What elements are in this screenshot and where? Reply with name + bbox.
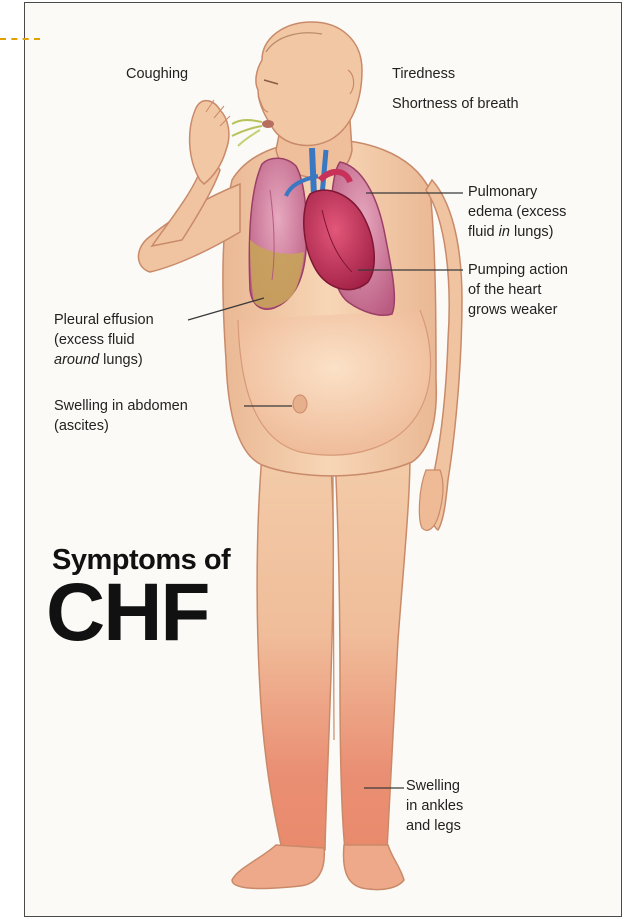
label-pleural-line1: Pleural effusion bbox=[54, 310, 154, 330]
label-swelling-abdomen: Swelling in abdomen (ascites) bbox=[54, 396, 188, 436]
title-chf: CHF bbox=[46, 566, 209, 660]
label-pulmonary-edema: Pulmonary edema (excess fluid in lungs) bbox=[468, 182, 566, 242]
label-coughing: Coughing bbox=[126, 64, 188, 84]
label-swelling-ankles: Swelling in ankles and legs bbox=[406, 776, 463, 836]
label-tiredness: Tiredness bbox=[392, 64, 455, 84]
label-pumping-line1: Pumping action bbox=[468, 260, 568, 280]
label-ankles-line3: and legs bbox=[406, 816, 463, 836]
label-pumping-line2: of the heart bbox=[468, 280, 568, 300]
label-abdomen-line2: (ascites) bbox=[54, 416, 188, 436]
label-pleural-line2: (excess fluid bbox=[54, 330, 154, 350]
legs bbox=[232, 455, 410, 890]
label-pulmonary-in: in bbox=[499, 224, 510, 240]
label-ankles-line1: Swelling bbox=[406, 776, 463, 796]
label-pulmonary-line3: fluid in lungs) bbox=[468, 222, 566, 242]
head bbox=[232, 22, 362, 178]
cough-puff bbox=[232, 120, 262, 146]
label-pulmonary-lungs: lungs) bbox=[510, 224, 554, 240]
label-pleural-around: around bbox=[54, 352, 99, 368]
label-pleural-effusion: Pleural effusion (excess fluid around lu… bbox=[54, 310, 154, 370]
label-pleural-lungs: lungs) bbox=[99, 352, 143, 368]
label-pumping-action: Pumping action of the heart grows weaker bbox=[468, 260, 568, 320]
label-pulmonary-line1: Pulmonary bbox=[468, 182, 566, 202]
label-abdomen-line1: Swelling in abdomen bbox=[54, 396, 188, 416]
label-pulmonary-line2: edema (excess bbox=[468, 202, 566, 222]
label-pumping-line3: grows weaker bbox=[468, 300, 568, 320]
label-pulmonary-fluid: fluid bbox=[468, 224, 499, 240]
label-pleural-line3: around lungs) bbox=[54, 350, 154, 370]
label-ankles-line2: in ankles bbox=[406, 796, 463, 816]
label-shortness-of-breath: Shortness of breath bbox=[392, 94, 519, 114]
